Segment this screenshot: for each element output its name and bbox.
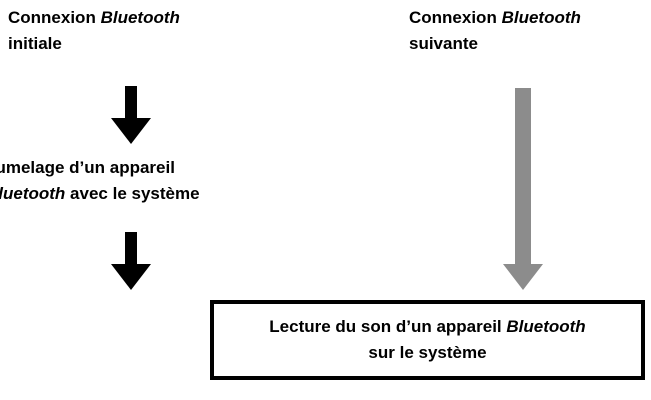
subsequent-connection-label: Connexion Bluetooth suivante: [409, 5, 581, 57]
pairing-bluetooth: Bluetooth: [0, 184, 66, 203]
initial-connection-bluetooth: Bluetooth: [100, 8, 180, 27]
playback-line2: sur le système: [368, 343, 487, 362]
subsequent-connection-line2: suivante: [409, 34, 478, 53]
playback-prefix: Lecture du son d’un appareil: [269, 317, 507, 336]
long-down-arrow-icon: [503, 88, 543, 290]
down-arrow-icon: [111, 86, 151, 144]
subsequent-connection-prefix: Connexion: [409, 8, 502, 27]
playback-result-box: Lecture du son d’un appareil Bluetooth s…: [210, 300, 645, 380]
initial-connection-label: Connexion Bluetooth initiale: [8, 5, 180, 57]
playback-bluetooth: Bluetooth: [506, 317, 586, 336]
initial-connection-line2: initiale: [8, 34, 62, 53]
subsequent-connection-bluetooth: Bluetooth: [501, 8, 581, 27]
pairing-line2-suffix: avec le système: [65, 184, 200, 203]
pairing-step-label: Jumelage d’un appareil Bluetooth avec le…: [0, 155, 200, 207]
pairing-line1: Jumelage d’un appareil: [0, 158, 175, 177]
initial-connection-prefix: Connexion: [8, 8, 101, 27]
down-arrow-icon: [111, 232, 151, 290]
